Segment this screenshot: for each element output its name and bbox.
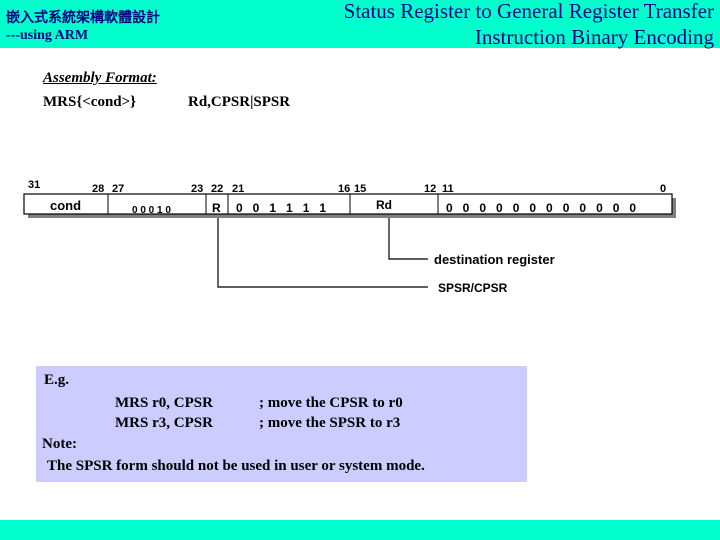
bit-15-label: 15 [354,183,366,195]
bit-0-label: 0 [660,183,666,195]
example-label: E.g. [44,372,70,388]
slide-title-line-1: Status Register to General Register Tran… [343,0,714,23]
assembly-operands: Rd,CPSR|SPSR [188,94,291,110]
note-label: Note: [42,436,77,452]
bit-16-label: 16 [338,183,350,195]
bit-28-label: 28 [92,183,104,195]
example-box: E.g. MRS r0, CPSR ; move the CPSR to r0 … [36,366,527,482]
instruction-encoding-diagram: 31 28 27 23 22 21 16 15 12 11 0 cond 0 0… [23,179,676,295]
r-callout-line [217,218,428,288]
course-name: 嵌入式系統架構軟體設計 [6,10,160,26]
bit-21-label: 21 [232,183,244,195]
assembly-format-label: Assembly Format: [43,70,157,86]
field-cond: cond [50,198,81,213]
footer-band [0,520,720,540]
slide-title-line-2: Instruction Binary Encoding [474,25,714,49]
destination-register-label: destination register [434,252,555,267]
example-1-comment: ; move the CPSR to r0 [259,395,403,411]
field-zeros: 0 0 0 0 0 0 0 0 0 0 0 0 [446,201,636,215]
note-text: The SPSR form should not be used in user… [47,458,425,474]
bit-11-label: 11 [442,183,454,195]
assembly-syntax: MRS{<cond>} [43,94,137,110]
bit-12-label: 12 [424,183,436,195]
field-r: R [212,201,221,215]
bit-31-label: 31 [28,179,40,191]
field-opcode: 0 0 0 1 0 [132,205,171,216]
field-rd: Rd [376,198,392,212]
example-1-code: MRS r0, CPSR [115,395,213,411]
encoding-box [23,193,673,215]
slide-title: Status Register to General Register Tran… [344,0,714,50]
example-2-code: MRS r3, CPSR [115,415,213,431]
header-band [0,0,720,48]
rd-callout-line [388,218,428,260]
course-subtitle: ---using ARM [6,28,89,43]
bit-27-label: 27 [112,183,124,195]
field-mask: 0 0 1 1 1 1 [236,201,326,215]
psr-select-label: SPSR/CPSR [438,281,508,295]
example-2-comment: ; move the SPSR to r3 [259,415,401,431]
bit-23-label: 23 [191,183,203,195]
bit-22-label: 22 [211,183,223,195]
